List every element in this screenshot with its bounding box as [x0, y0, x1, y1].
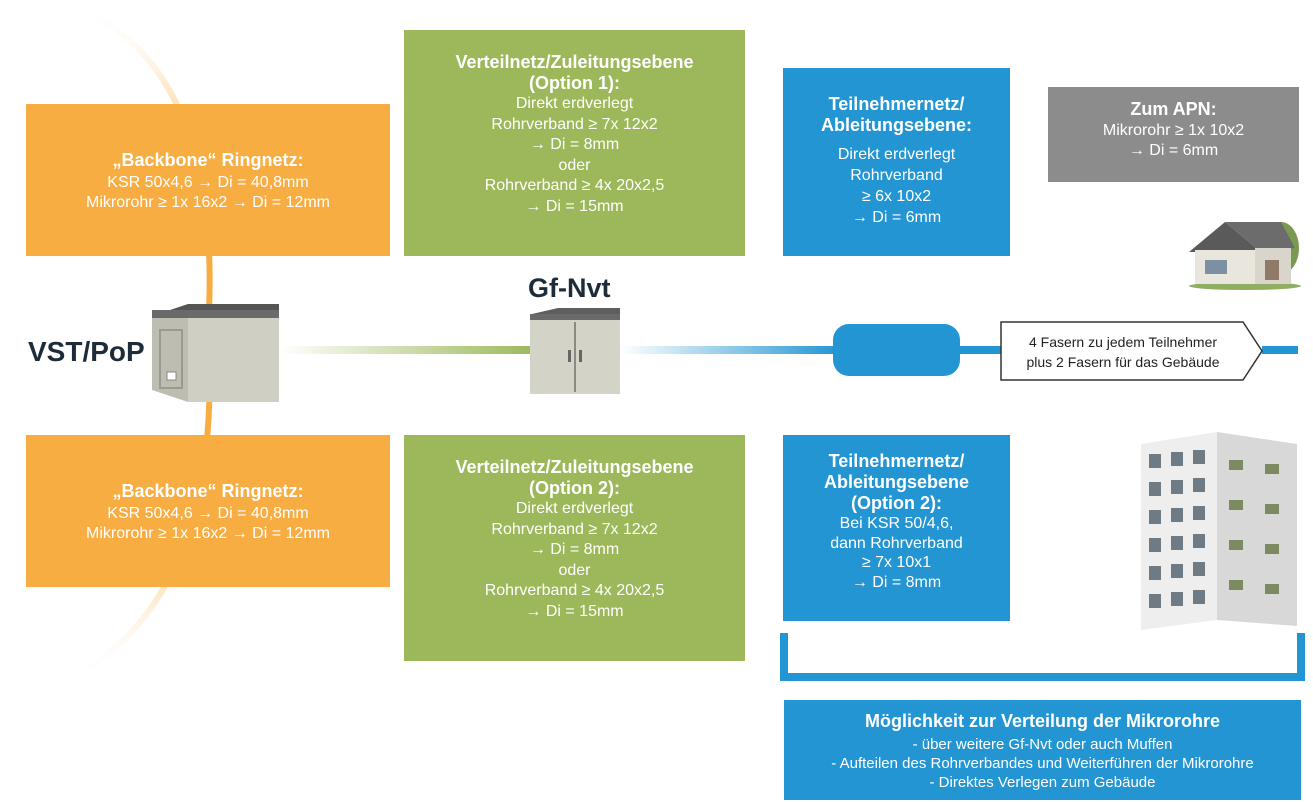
gf-nvt-label: Gf-Nvt: [528, 273, 611, 303]
vst-pop-label: VST/PoP: [28, 336, 145, 367]
verteilnetz-option1-line-1: Direkt erdverlegt: [515, 95, 634, 112]
callout-arrow-shape: [1000, 321, 1263, 381]
verteilnetz-option2-line-2: Rohrverband ≥ 7x 12x2: [491, 520, 658, 538]
apn-title: Zum APN:: [1130, 99, 1217, 119]
line-callout-to-end: [1262, 346, 1298, 354]
verteilnetz-option2-title-2: (Option 2):: [529, 478, 620, 498]
backbone-top-line-1: KSR 50x4,6 → Di = 40,8mm: [107, 174, 309, 191]
teilnehmernetz-option2-box: Teilnehmernetz/ Ableitungsebene (Option …: [783, 435, 1010, 621]
verteilnetz-option2-line-4: oder: [558, 561, 591, 579]
verteilnetz-option1-line-4: oder: [558, 156, 591, 174]
verteilnetz-option2-line-6: → Di = 15mm: [525, 602, 624, 620]
verteilnetz-option1-title-2: (Option 1):: [529, 73, 620, 93]
backbone-bottom-line-1: KSR 50x4,6 → Di = 40,8mm: [107, 505, 309, 522]
verteilnetz-option1-line-3: → Di = 8mm: [529, 136, 620, 153]
line-gfnvt-to-muffe: [620, 346, 840, 354]
backbone-top-line-2: Mikrorohr ≥ 1x 16x2 → Di = 12mm: [86, 194, 330, 211]
teilnehmernetz-option2-line-2: dann Rohrverband: [830, 534, 963, 552]
apn-line-2: → Di = 6mm: [1128, 142, 1219, 159]
teilnehmernetz-option2-line-3: ≥ 7x 10x1: [861, 554, 932, 571]
teilnehmernetz-option2-line-1: Bei KSR 50/4,6,: [839, 515, 954, 532]
teilnehmernetz-option1-title-1: Teilnehmernetz/: [828, 94, 965, 114]
verteilung-mikrorohre-line-2: - Aufteilen des Rohrverbandes und Weiter…: [831, 755, 1254, 772]
verteilung-mikrorohre-line-3: - Direktes Verlegen zum Gebäude: [929, 774, 1156, 791]
verteilnetz-option2-title-1: Verteilnetz/Zuleitungsebene: [455, 457, 694, 477]
teilnehmernetz-option2-title-1: Teilnehmernetz/: [828, 451, 965, 471]
teilnehmernetz-option2-title-3: (Option 2):: [851, 493, 942, 513]
verteilnetz-option1-line-6: → Di = 15mm: [525, 197, 624, 215]
verteilung-mikrorohre-line-1: - über weitere Gf-Nvt oder auch Muffen: [912, 736, 1173, 753]
callout-text: 4 Fasern zu jedem Teilnehmer plus 2 Fase…: [1003, 332, 1243, 372]
teilnehmernetz-option2-title-2: Ableitungsebene: [823, 472, 970, 492]
teilnehmernetz-option1-box: Teilnehmernetz/ Ableitungsebene: Direkt …: [783, 68, 1010, 256]
verteilnetz-option2-box: Verteilnetz/Zuleitungsebene (Option 2): …: [404, 435, 745, 661]
line-vst-to-gfnvt: [280, 346, 535, 354]
backbone-bottom-line-2: Mikrorohr ≥ 1x 16x2 → Di = 12mm: [86, 525, 330, 542]
verteilnetz-option2-line-3: → Di = 8mm: [529, 541, 620, 558]
teilnehmernetz-option2-line-4: → Di = 8mm: [851, 573, 942, 591]
vst-cabinet-icon: [152, 304, 279, 402]
verteilung-mikrorohre-title: Möglichkeit zur Verteilung der Mikrorohr…: [864, 711, 1221, 731]
verteilnetz-option2-line-1: Direkt erdverlegt: [515, 500, 634, 517]
verteilnetz-option1-title-1: Verteilnetz/Zuleitungsebene: [455, 52, 694, 72]
backbone-top-title: „Backbone“ Ringnetz:: [112, 150, 304, 170]
callout-line-1: 4 Fasern zu jedem Teilnehmer: [1028, 334, 1218, 350]
backbone-bottom-box: „Backbone“ Ringnetz: KSR 50x4,6 → Di = 4…: [26, 435, 390, 587]
teilnehmernetz-option1-line-1: Direkt erdverlegt: [837, 146, 956, 163]
building-icon: [1141, 432, 1297, 630]
verteilnetz-option1-box: Verteilnetz/Zuleitungsebene (Option 1): …: [404, 30, 745, 256]
verteilnetz-option2-line-5: Rohrverband ≥ 4x 20x2,5: [484, 582, 665, 599]
line-muffe-to-callout: [955, 346, 1015, 354]
verteilung-mikrorohre-box: Möglichkeit zur Verteilung der Mikrorohr…: [784, 700, 1301, 800]
callout-line-2: plus 2 Fasern für das Gebäude: [1026, 354, 1220, 370]
teilnehmernetz-option1-line-4: → Di = 6mm: [851, 209, 942, 226]
teilnehmernetz-option1-line-3: ≥ 6x 10x2: [861, 188, 932, 205]
distribution-bracket: [780, 633, 1305, 681]
gf-nvt-cabinet-icon: [530, 308, 620, 394]
apn-box: Zum APN: Mikrorohr ≥ 1x 10x2 → Di = 6mm: [1048, 87, 1299, 182]
verteilnetz-option1-line-2: Rohrverband ≥ 7x 12x2: [491, 115, 658, 133]
backbone-bottom-title: „Backbone“ Ringnetz:: [112, 481, 304, 501]
muffe-icon: [833, 324, 960, 376]
verteilnetz-option1-line-5: Rohrverband ≥ 4x 20x2,5: [484, 177, 665, 194]
teilnehmernetz-option1-line-2: Rohrverband: [850, 167, 943, 184]
backbone-top-box: „Backbone“ Ringnetz: KSR 50x4,6 → Di = 4…: [26, 104, 390, 256]
apn-line-1: Mikrorohr ≥ 1x 10x2: [1102, 122, 1245, 139]
house-icon: [1189, 222, 1301, 290]
teilnehmernetz-option1-title-2: Ableitungsebene:: [820, 115, 972, 135]
